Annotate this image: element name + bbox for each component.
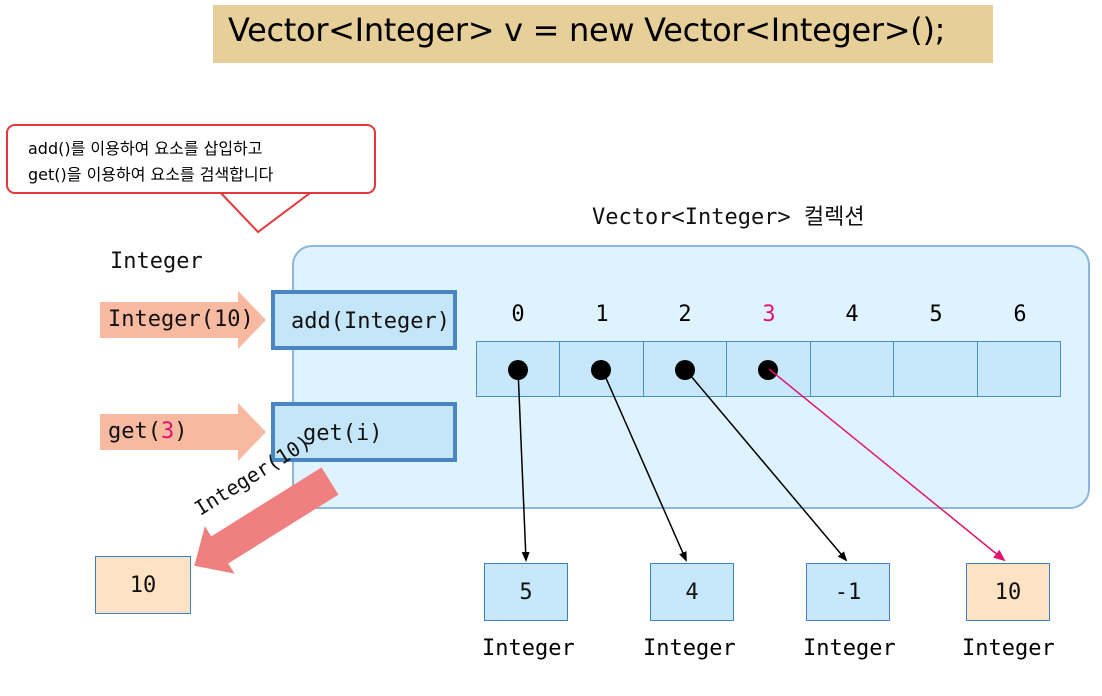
element-type-label: Integer <box>803 636 896 661</box>
vector-slot <box>477 342 561 396</box>
add-arrow-label: Integer(10) <box>108 307 254 332</box>
element-value-box: 4 <box>650 563 734 621</box>
index-label: 4 <box>845 302 859 327</box>
index-label: 6 <box>1013 302 1027 327</box>
get-arrow-label: get(3) <box>108 419 188 444</box>
element-type-label: Integer <box>962 636 1055 661</box>
element-type-label: Integer <box>643 636 736 661</box>
add-method-label: add(Integer) <box>291 309 450 334</box>
add-method-box[interactable]: add(Integer) <box>271 290 457 350</box>
callout-bubble: add()를 이용하여 요소를 삽입하고 get()을 이용하여 요소를 검색합… <box>6 124 376 194</box>
reference-dot <box>508 360 528 380</box>
vector-slot <box>894 342 978 396</box>
reference-dot <box>674 360 695 380</box>
vector-slot <box>560 342 644 396</box>
index-label: 2 <box>678 302 692 327</box>
element-value-box-highlight: 10 <box>966 563 1050 621</box>
integer-label: Integer <box>110 249 203 274</box>
reference-dot <box>591 360 612 380</box>
reference-dot <box>758 360 779 380</box>
returned-value-box: 10 <box>95 556 191 614</box>
callout-line-2: get()을 이용하여 요소를 검색합니다 <box>28 165 274 184</box>
vector-slot <box>644 342 728 396</box>
index-label: 5 <box>929 302 943 327</box>
title-bar <box>213 5 993 63</box>
element-value-box: 5 <box>484 563 568 621</box>
vector-slots <box>476 341 1061 397</box>
vector-slot <box>978 342 1060 396</box>
collection-label: Vector<Integer> 컬렉션 <box>592 205 865 230</box>
element-value-box: -1 <box>806 563 890 621</box>
get-method-box[interactable]: get(i) <box>271 402 457 462</box>
vector-slot <box>811 342 895 396</box>
code-title: Vector<Integer> v = new Vector<Integer>(… <box>228 11 946 49</box>
index-label-highlight: 3 <box>762 302 776 327</box>
index-label: 1 <box>595 302 609 327</box>
vector-slot <box>727 342 811 396</box>
callout-line-1: add()를 이용하여 요소를 삽입하고 <box>28 139 263 158</box>
get-method-label: get(i) <box>303 421 383 446</box>
index-label: 0 <box>511 302 525 327</box>
element-type-label: Integer <box>482 636 575 661</box>
